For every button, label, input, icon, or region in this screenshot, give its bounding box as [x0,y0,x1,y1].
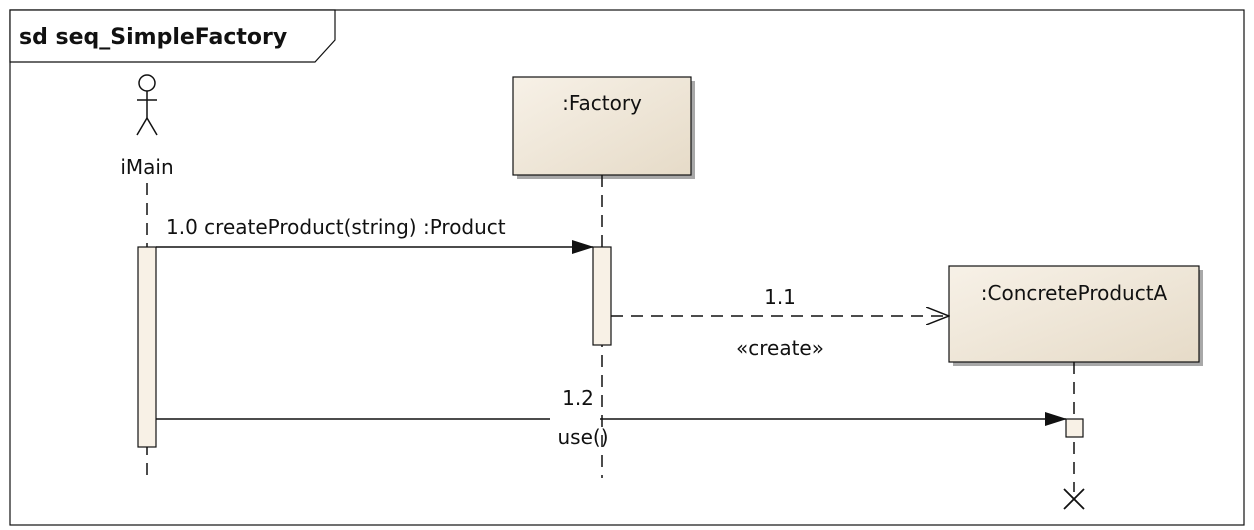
message-label-createproduct: 1.0 createProduct(string) :Product [166,215,506,239]
frame-label-tab [9,9,336,63]
activation-bar-imain [137,246,157,448]
activation-bar-factory [592,246,612,346]
actor-label-imain: iMain [120,155,173,179]
activation-bar-concreteproducta [1065,418,1084,438]
message-stereotype-create: «create» [736,336,824,360]
frame-label: sd seq_SimpleFactory [19,25,287,50]
lifeline-box-factory[interactable] [512,76,692,176]
message-label-background [550,380,600,450]
message-number-use: 1.2 [562,386,594,410]
message-label-use: use() [557,425,608,449]
message-number-create: 1.1 [764,285,796,309]
actor-icon [136,74,158,136]
lifeline-label-concreteproducta: :ConcreteProductA [981,281,1168,305]
destroy-icon [1063,488,1085,510]
lifeline-label-factory: :Factory [562,91,642,115]
